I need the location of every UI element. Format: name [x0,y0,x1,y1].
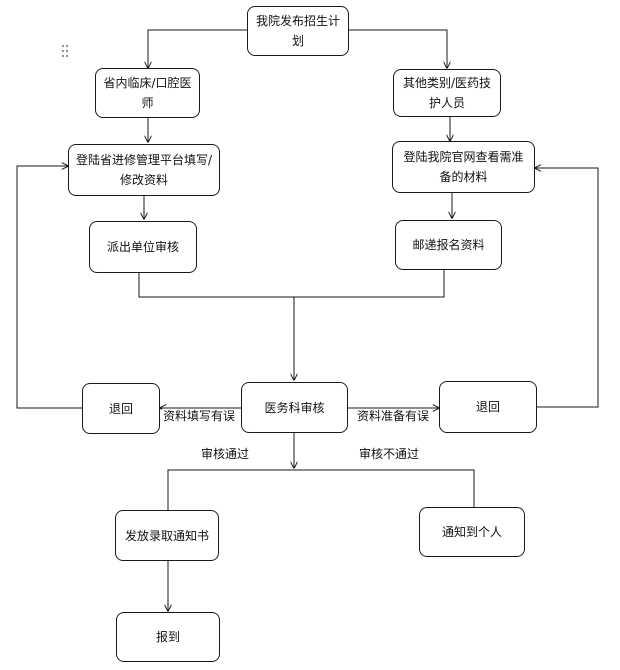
node-start-text: 我院发布招生计划 [255,14,340,48]
node-right-category: 其他类别/医药技护人员 [393,69,501,117]
node-right-website-text: 登陆我院官网查看需准备的材料 [403,150,524,184]
node-left-return-text: 退回 [108,401,133,416]
node-medical-review-text: 医务科审核 [264,400,325,415]
edge-label-rejected: 审核不通过 [358,447,421,461]
edge-start-to-left-category [148,29,247,68]
drag-handle-icon[interactable] [61,44,69,58]
edge-left-return-loop [16,166,82,409]
edge-start-to-right-category [349,29,447,68]
node-right-return-text: 退回 [475,400,500,414]
node-notify-person: 通知到个人 [419,507,525,557]
node-medical-review: 医务科审核 [241,382,348,433]
node-left-unit-review-text: 派出单位审核 [106,240,179,254]
node-left-category: 省内临床/口腔医师 [95,68,200,118]
node-right-mail-text: 邮递报名资料 [412,238,485,252]
edge-split-bar [167,469,475,510]
edge-right-return-loop [535,168,599,408]
node-admission-notice: 发放录取通知书 [115,510,219,561]
node-start: 我院发布招生计划 [247,6,349,56]
node-report-text: 报到 [155,630,180,644]
node-notify-person-text: 通知到个人 [441,525,502,539]
edge-label-approved: 审核通过 [200,447,251,461]
node-admission-notice-text: 发放录取通知书 [124,528,209,543]
edge-label-left-error: 资料填写有误 [162,409,237,423]
node-left-return: 退回 [82,383,160,434]
node-left-category-text: 省内临床/口腔医师 [103,76,192,110]
node-right-return: 退回 [439,381,537,433]
node-left-platform-text: 登陆省进修管理平台填写/修改资料 [75,153,213,187]
edge-unit-review-merge [138,270,445,298]
node-report: 报到 [116,612,220,662]
node-right-mail: 邮递报名资料 [395,220,502,270]
node-left-unit-review: 派出单位审核 [89,221,197,273]
node-right-website: 登陆我院官网查看需准备的材料 [392,141,535,193]
edge-label-right-error: 资料准备有误 [356,409,431,423]
node-left-platform: 登陆省进修管理平台填写/修改资料 [68,144,220,196]
node-right-category-text: 其他类别/医药技护人员 [402,76,492,110]
